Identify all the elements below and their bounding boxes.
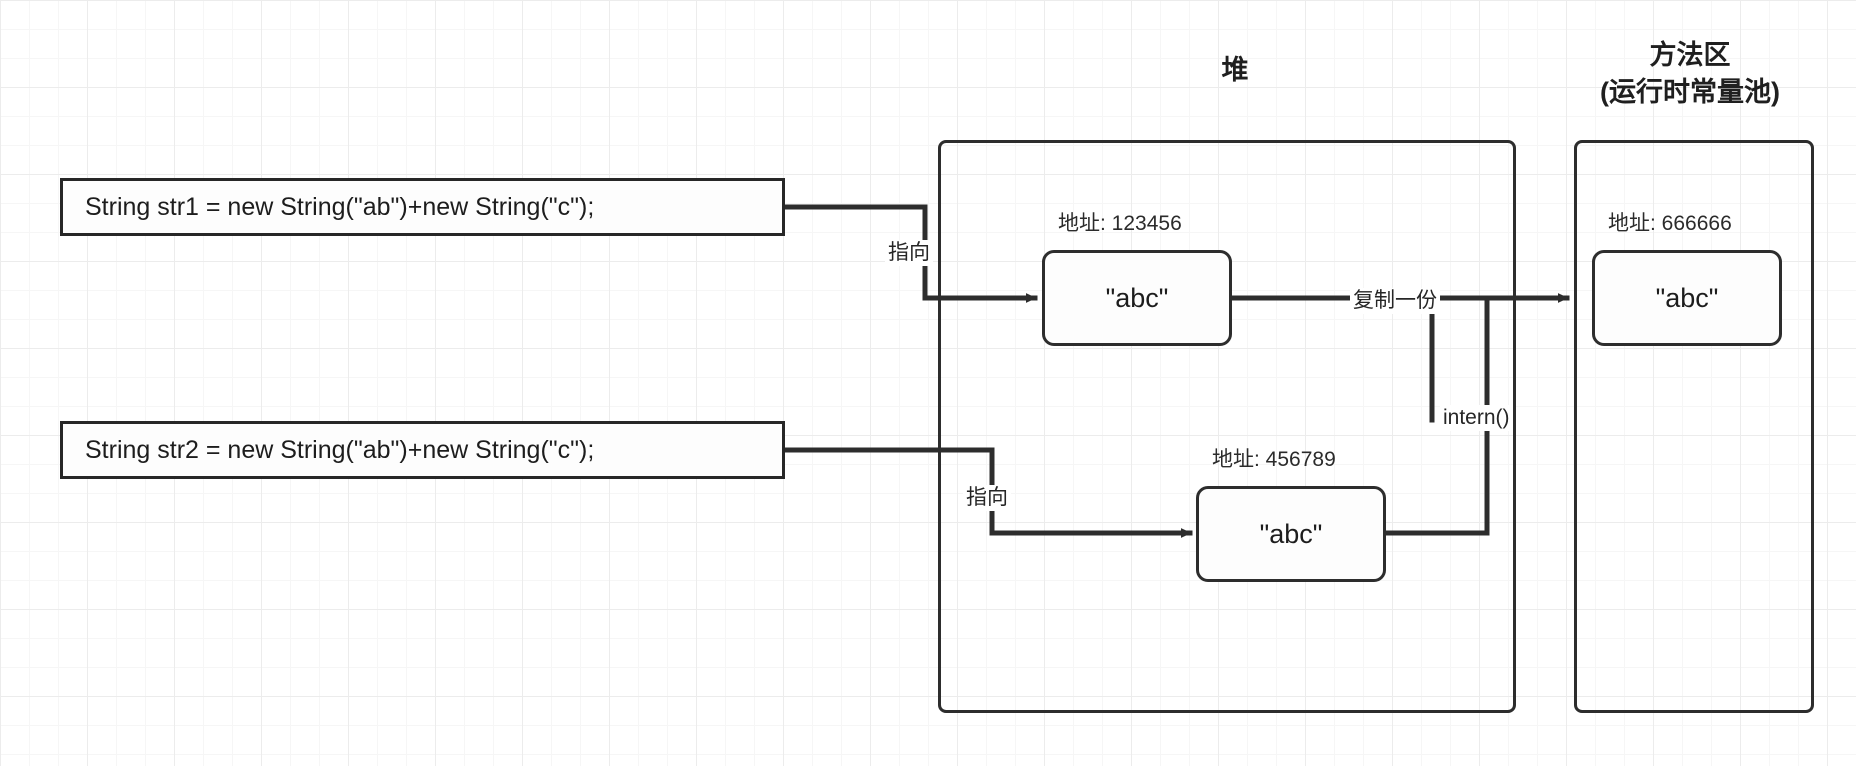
heap-object-1-address: 地址: 123456 bbox=[1058, 212, 1182, 235]
heap-region bbox=[938, 140, 1516, 713]
connector-intern bbox=[1382, 295, 1490, 536]
heap-object-2-address: 地址: 456789 bbox=[1212, 448, 1336, 471]
heap-object-2-value: "abc" bbox=[1259, 518, 1323, 549]
edge-label-copy: 复制一份 bbox=[1350, 288, 1440, 315]
edge-label-point-to-2: 指向 bbox=[963, 485, 1011, 512]
heap-object-1-box[interactable]: "abc" bbox=[1042, 250, 1232, 346]
heap-title: 堆 bbox=[1221, 55, 1249, 85]
method-area-region bbox=[1574, 140, 1814, 713]
heap-object-2-box[interactable]: "abc" bbox=[1196, 486, 1386, 582]
method-area-title-line1: 方法区 bbox=[1649, 40, 1731, 70]
code-box-str1[interactable]: String str1 = new String("ab")+new Strin… bbox=[60, 178, 785, 236]
method-area-object-box[interactable]: "abc" bbox=[1592, 250, 1782, 346]
code-box-str2[interactable]: String str2 = new String("ab")+new Strin… bbox=[60, 421, 785, 479]
method-area-object-address: 地址: 666666 bbox=[1608, 212, 1732, 235]
code-text-str2: String str2 = new String("ab")+new Strin… bbox=[85, 435, 595, 464]
edge-label-intern: intern() bbox=[1440, 405, 1513, 432]
code-text-str1: String str1 = new String("ab")+new Strin… bbox=[85, 192, 595, 221]
heap-object-1-value: "abc" bbox=[1105, 282, 1169, 313]
method-area-title-line2: (运行时常量池) bbox=[1600, 77, 1780, 107]
method-area-object-value: "abc" bbox=[1655, 282, 1719, 313]
edge-label-point-to-1: 指向 bbox=[885, 240, 933, 267]
